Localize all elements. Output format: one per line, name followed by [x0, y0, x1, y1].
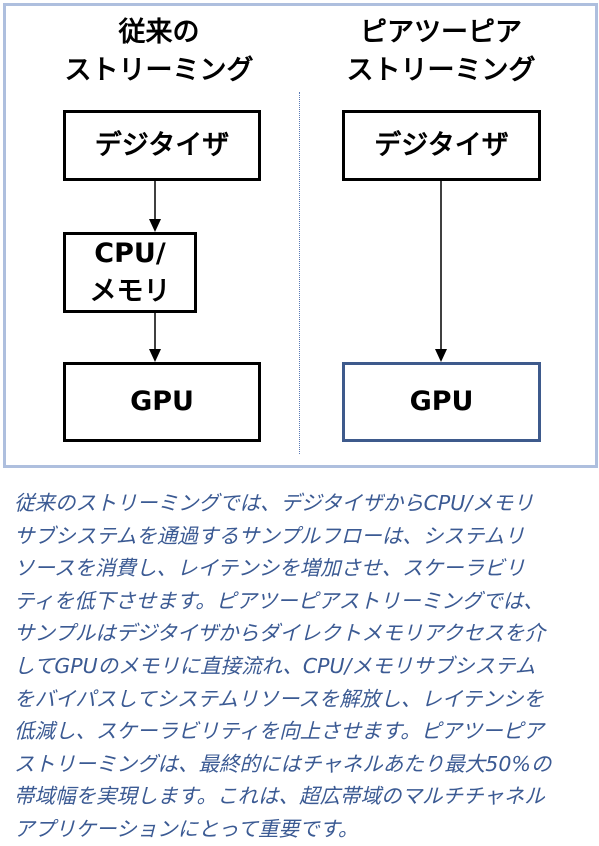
- caption-line: サブシステムを通過するサンプルフローは、システムリ: [14, 523, 525, 548]
- left-gpu-label: GPU: [130, 386, 194, 417]
- right-column-heading: ピアツーピア ストリーミング: [318, 14, 564, 90]
- right-gpu-label: GPU: [409, 386, 474, 417]
- arrow-cpu-to-gpu: [149, 313, 161, 362]
- right-heading-line-1: ピアツーピア: [360, 17, 522, 48]
- right-heading-line-2: ストリーミング: [346, 55, 536, 86]
- left-digitizer-box: デジタイザ: [63, 110, 261, 181]
- caption-paragraph: 従来のストリーミングでは、デジタイザからCPU/メモリ サブシステムを通過するサ…: [14, 487, 594, 846]
- caption-line: ティを低下させます。ピアツーピアストリーミングでは、: [14, 588, 544, 613]
- left-heading-line-2: ストリーミング: [64, 55, 254, 86]
- cpu-memory-box: CPU/ メモリ: [63, 232, 197, 313]
- left-gpu-box: GPU: [63, 362, 261, 442]
- left-column-heading: 従来の ストリーミング: [40, 14, 278, 90]
- arrow-digitizer-to-cpu: [149, 181, 161, 232]
- right-digitizer-label: デジタイザ: [374, 129, 509, 161]
- caption-line: 従来のストリーミングでは、デジタイザからCPU/メモリ: [14, 491, 534, 515]
- left-heading-line-1: 従来の: [118, 17, 200, 48]
- caption-line: ソースを消費し、レイテンシを増加させ、スケーラビリ: [14, 556, 526, 581]
- cpu-memory-label-line-2: メモリ: [89, 275, 171, 307]
- caption-line: ストリーミングは、最終的にはチャネルあたり最大50%の: [14, 751, 552, 776]
- caption-line: 低減し、スケーラビリティを向上させます。ピアツーピア: [14, 719, 544, 744]
- caption-line: 帯域幅を実現します。これは、超広帯域のマルチチャネル: [14, 784, 545, 809]
- caption-line: をバイパスしてシステムリソースを解放し、レイテンシを: [14, 686, 544, 711]
- caption-line: アプリケーションにとって重要です。: [14, 816, 359, 841]
- right-gpu-box: GPU: [342, 362, 541, 442]
- right-digitizer-box: デジタイザ: [342, 110, 541, 181]
- caption-line: してGPUのメモリに直接流れ、CPU/メモリサブシステム: [14, 653, 536, 678]
- cpu-memory-label-line-1: CPU/: [94, 237, 166, 269]
- diagram-frame: [3, 3, 598, 468]
- caption-line: サンプルはデジタイザからダイレクトメモリアクセスを介: [14, 621, 545, 646]
- arrow-digitizer-to-gpu-direct: [435, 181, 447, 362]
- left-digitizer-label: デジタイザ: [94, 129, 230, 161]
- column-divider: [299, 92, 300, 454]
- flow-arrows: [149, 181, 447, 362]
